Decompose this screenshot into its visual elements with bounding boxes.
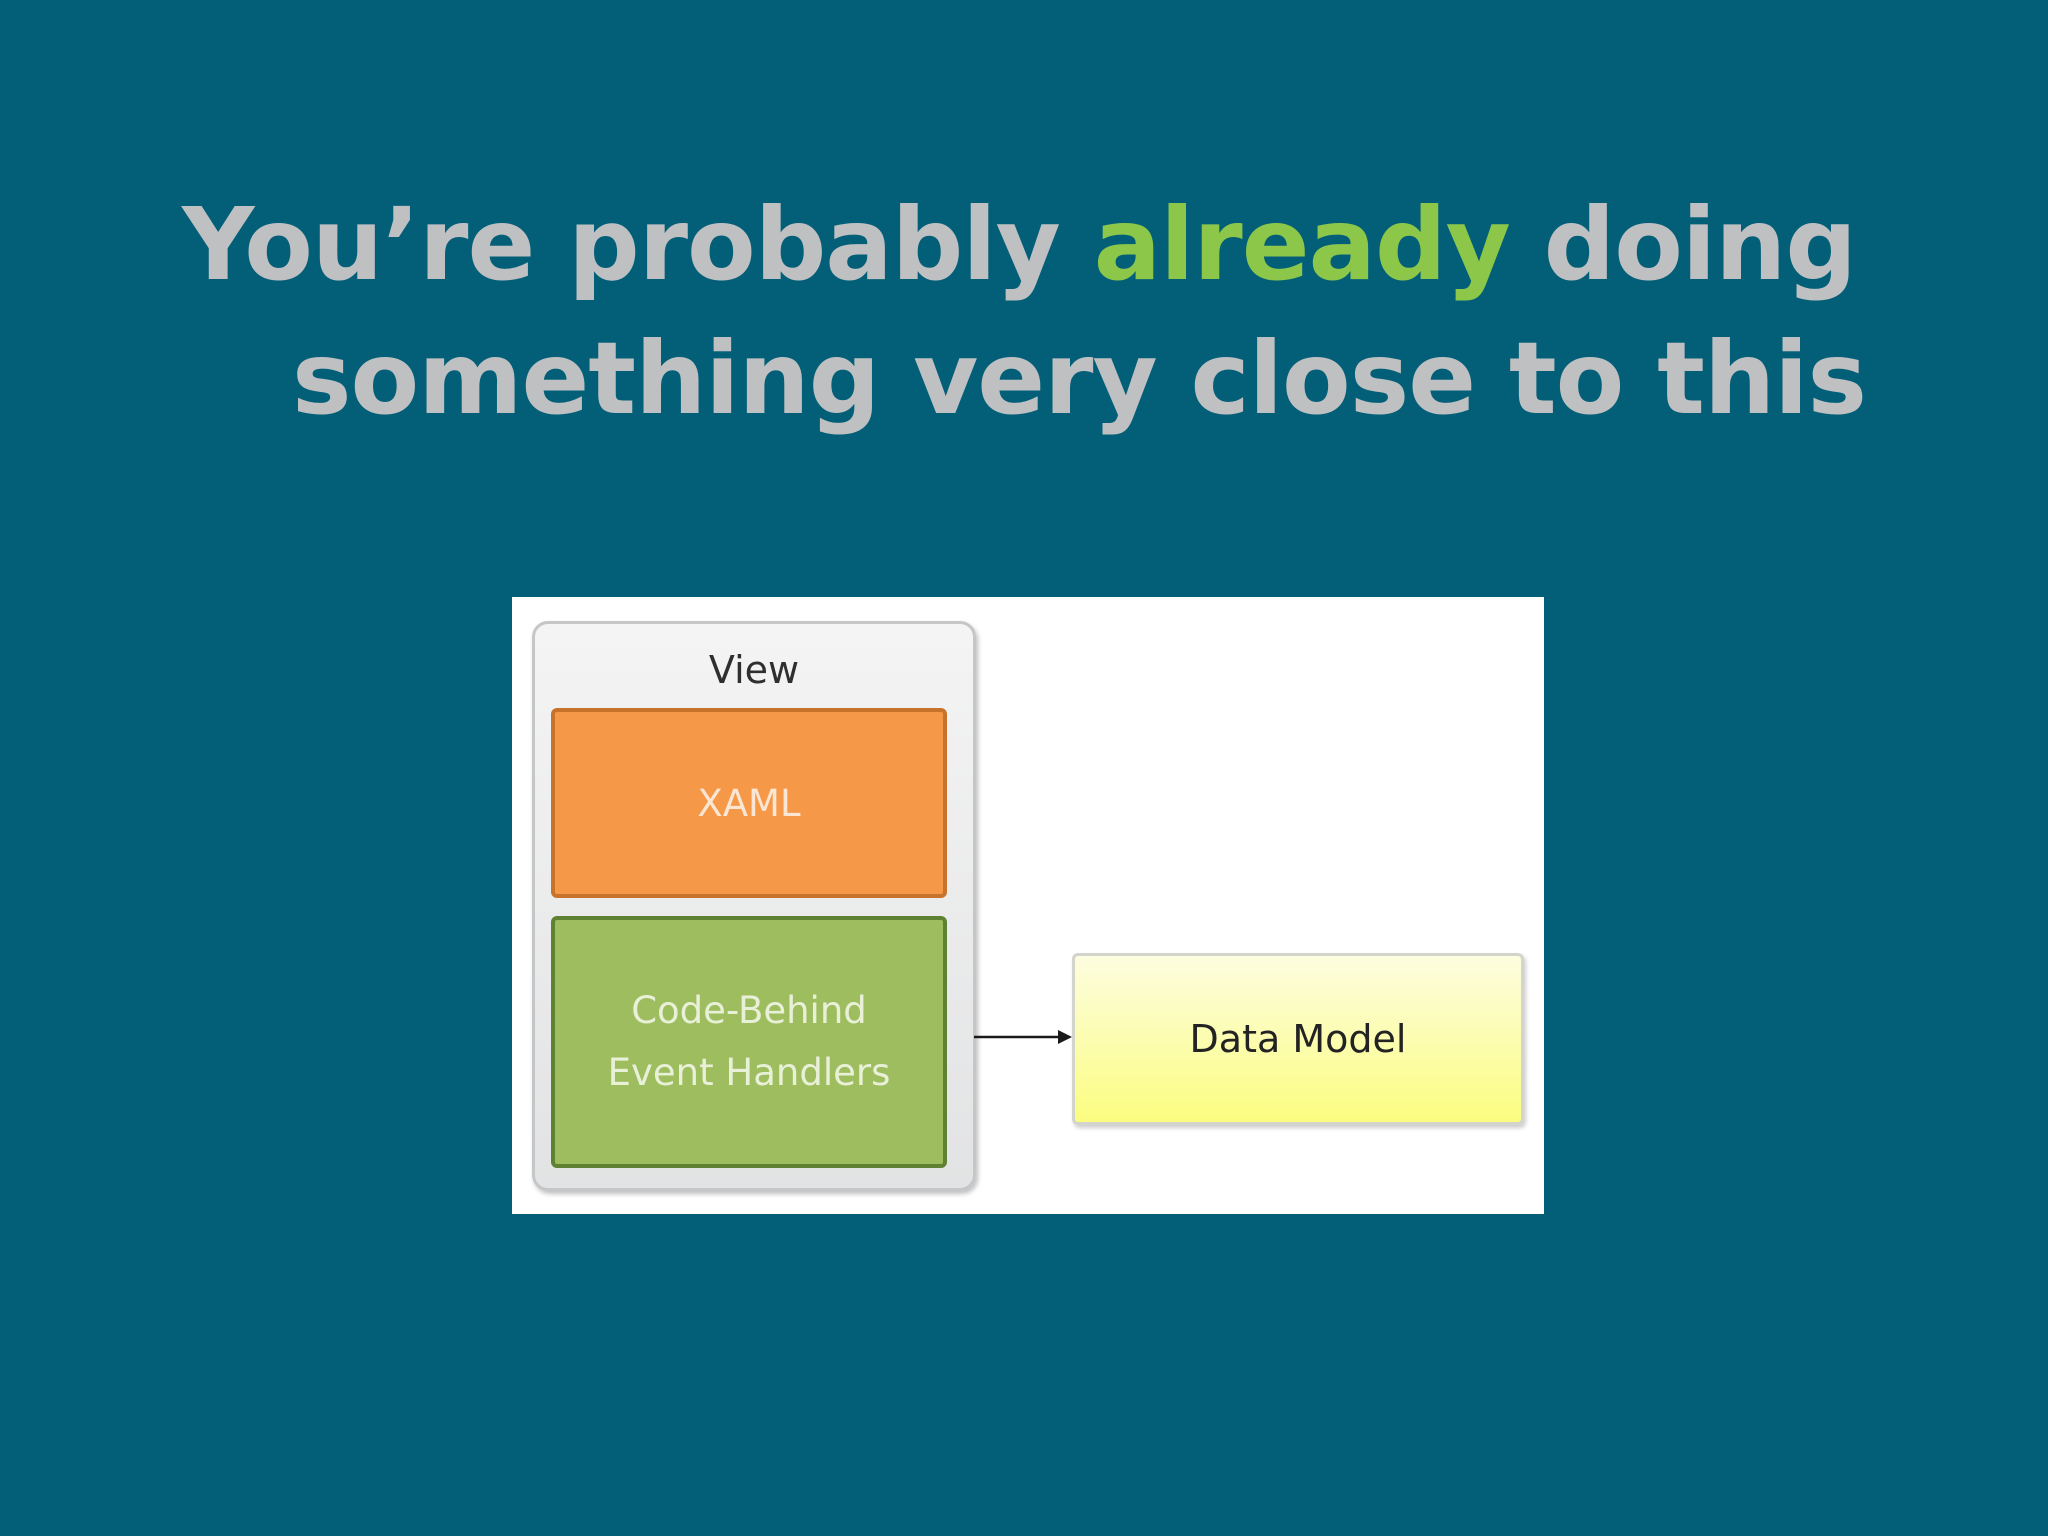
- data-model-box: Data Model: [1072, 953, 1524, 1125]
- xaml-box: XAML: [551, 708, 947, 898]
- arrowhead-icon: [1058, 1030, 1072, 1044]
- code-behind-box: Code-Behind Event Handlers: [551, 916, 947, 1168]
- slide-title: You’re probably already doing something …: [0, 178, 2048, 446]
- title-line-2: something very close to this: [292, 320, 1867, 437]
- data-model-label: Data Model: [1189, 1017, 1407, 1061]
- xaml-label: XAML: [697, 781, 801, 825]
- architecture-diagram: View XAML Code-Behind Event Handlers Dat…: [512, 597, 1544, 1214]
- connector-arrow: [974, 1030, 1072, 1044]
- title-highlight-word: already: [1093, 186, 1511, 303]
- title-line-1: You’re probably already doing: [0, 178, 2048, 312]
- view-label: View: [708, 648, 800, 692]
- title-text-end: doing: [1509, 186, 1857, 303]
- code-behind-label: Code-Behind Event Handlers: [607, 989, 891, 1094]
- title-text-start: You’re probably: [182, 186, 1094, 303]
- view-container: View XAML Code-Behind Event Handlers: [532, 621, 976, 1191]
